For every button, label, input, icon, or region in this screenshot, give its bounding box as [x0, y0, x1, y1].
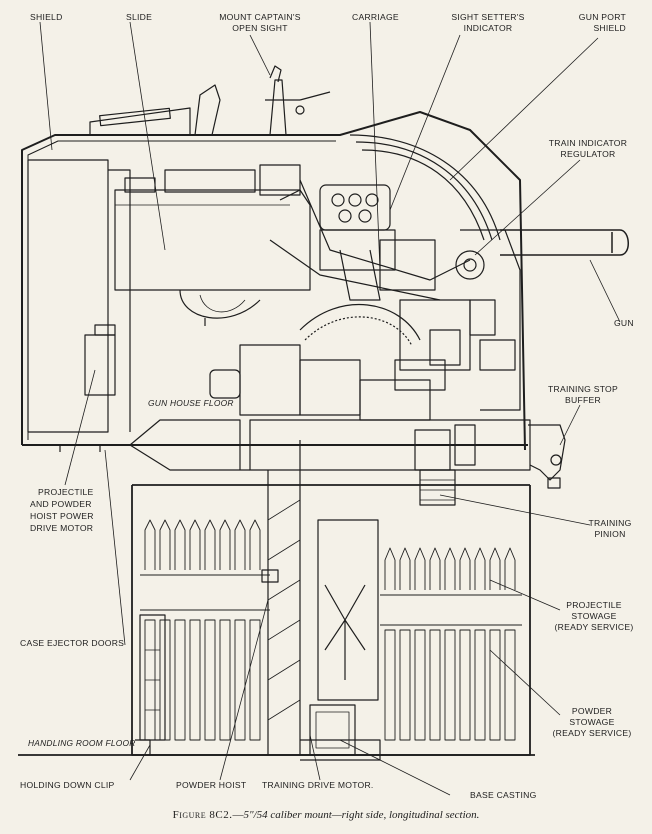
label-holding-down-clip: HOLDING DOWN CLIP	[20, 780, 115, 790]
training-pinion	[419, 469, 456, 506]
label-mount-captain-line1: MOUNT CAPTAIN'S	[219, 12, 301, 22]
label-powder-stowage-line3: (READY SERVICE)	[552, 728, 632, 738]
leader-lines	[39, 21, 621, 796]
label-sight-setter: SIGHT SETTER'S INDICATOR	[451, 12, 524, 34]
case-ejector-doors	[139, 614, 166, 741]
label-proj-hoist-line3: HOIST POWER	[30, 511, 94, 521]
label-base-casting: BASE CASTING	[470, 790, 537, 800]
training-stop-buffer	[528, 424, 566, 489]
label-gun-house-floor: GUN HOUSE FLOOR	[148, 398, 234, 408]
caption-dash: —	[232, 809, 244, 821]
projectile-stowage-right	[380, 547, 522, 626]
label-gun-port-line2: SHIELD	[593, 23, 626, 33]
gun-tube	[500, 229, 629, 256]
label-sight-setter-line2: INDICATOR	[463, 23, 513, 33]
label-proj-hoist-line1: PROJECTILE	[38, 487, 94, 497]
label-training-stop-line2: BUFFER	[565, 395, 601, 405]
projectile-stowage-left	[140, 519, 270, 611]
label-powder-stowage-line2: STOWAGE	[569, 717, 615, 727]
label-shield: SHIELD	[30, 12, 63, 22]
label-sight-setter-line1: SIGHT SETTER'S	[451, 12, 525, 22]
powder-stowage-left	[144, 619, 261, 741]
label-handling-room-floor: HANDLING ROOM FLOOR	[28, 738, 136, 748]
label-proj-stowage-line1: PROJECTILE	[566, 600, 622, 610]
label-proj-stowage-line3: (READY SERVICE)	[554, 622, 634, 632]
label-training-pinion: TRAINING PINION	[588, 518, 631, 540]
label-gun-port-line1: GUN PORT	[578, 12, 626, 22]
carriage	[269, 179, 471, 371]
label-training-stop-line1: TRAINING STOP	[548, 384, 618, 394]
label-slide: SLIDE	[126, 12, 153, 22]
caption-text: 5"/54 caliber mount—right side, longitud…	[243, 809, 480, 821]
label-training-stop-buffer: TRAINING STOP BUFFER	[548, 384, 618, 406]
slide	[114, 164, 311, 326]
label-training-pinion-line2: PINION	[594, 529, 626, 539]
label-train-indicator-line1: TRAIN INDICATOR	[548, 138, 628, 148]
label-gun: GUN	[614, 318, 634, 328]
shield-outline	[21, 111, 528, 451]
label-proj-hoist-line4: DRIVE MOTOR	[30, 523, 94, 533]
shield-interior	[27, 159, 131, 433]
label-mount-captain-sight: MOUNT CAPTAIN'S OPEN SIGHT	[219, 12, 300, 34]
holding-down-clip	[135, 739, 151, 755]
figure-caption: Figure 8C2.—5"/54 caliber mount—right si…	[173, 809, 480, 821]
label-proj-stowage-line2: STOWAGE	[571, 611, 617, 621]
training-drive	[309, 519, 379, 756]
label-proj-hoist-line2: AND POWDER	[30, 499, 92, 509]
powder-hoist-column	[261, 440, 301, 755]
label-gun-port-shield: GUN PORT SHIELD	[579, 12, 626, 34]
label-training-pinion-line1: TRAINING	[588, 518, 632, 528]
label-powder-stowage: POWDER STOWAGE (READY SERVICE)	[553, 706, 632, 739]
label-projectile-hoist-motor: PROJECTILE AND POWDER HOIST POWER DRIVE …	[30, 486, 94, 534]
elevating-gear	[299, 304, 421, 347]
label-mount-captain-line2: OPEN SIGHT	[232, 23, 288, 33]
label-case-ejector-doors: CASE EJECTOR DOORS	[20, 638, 125, 648]
train-indicator-regulator	[455, 229, 521, 411]
label-carriage: CARRIAGE	[352, 12, 399, 22]
label-powder-hoist: POWDER HOIST	[176, 780, 247, 790]
label-training-drive-motor: TRAINING DRIVE MOTOR.	[262, 780, 374, 790]
gun-port-shield	[349, 134, 501, 241]
label-powder-stowage-line1: POWDER	[571, 706, 613, 716]
label-train-indicator-line2: REGULATOR	[560, 149, 616, 159]
gun-house-floor-structure	[22, 419, 250, 471]
open-sight	[89, 65, 331, 136]
label-train-indicator-regulator: TRAIN INDICATOR REGULATOR	[549, 138, 627, 160]
label-projectile-stowage: PROJECTILE STOWAGE (READY SERVICE)	[555, 600, 634, 633]
powder-stowage-right	[384, 629, 516, 741]
figure-number: Figure 8C2.	[172, 809, 233, 821]
